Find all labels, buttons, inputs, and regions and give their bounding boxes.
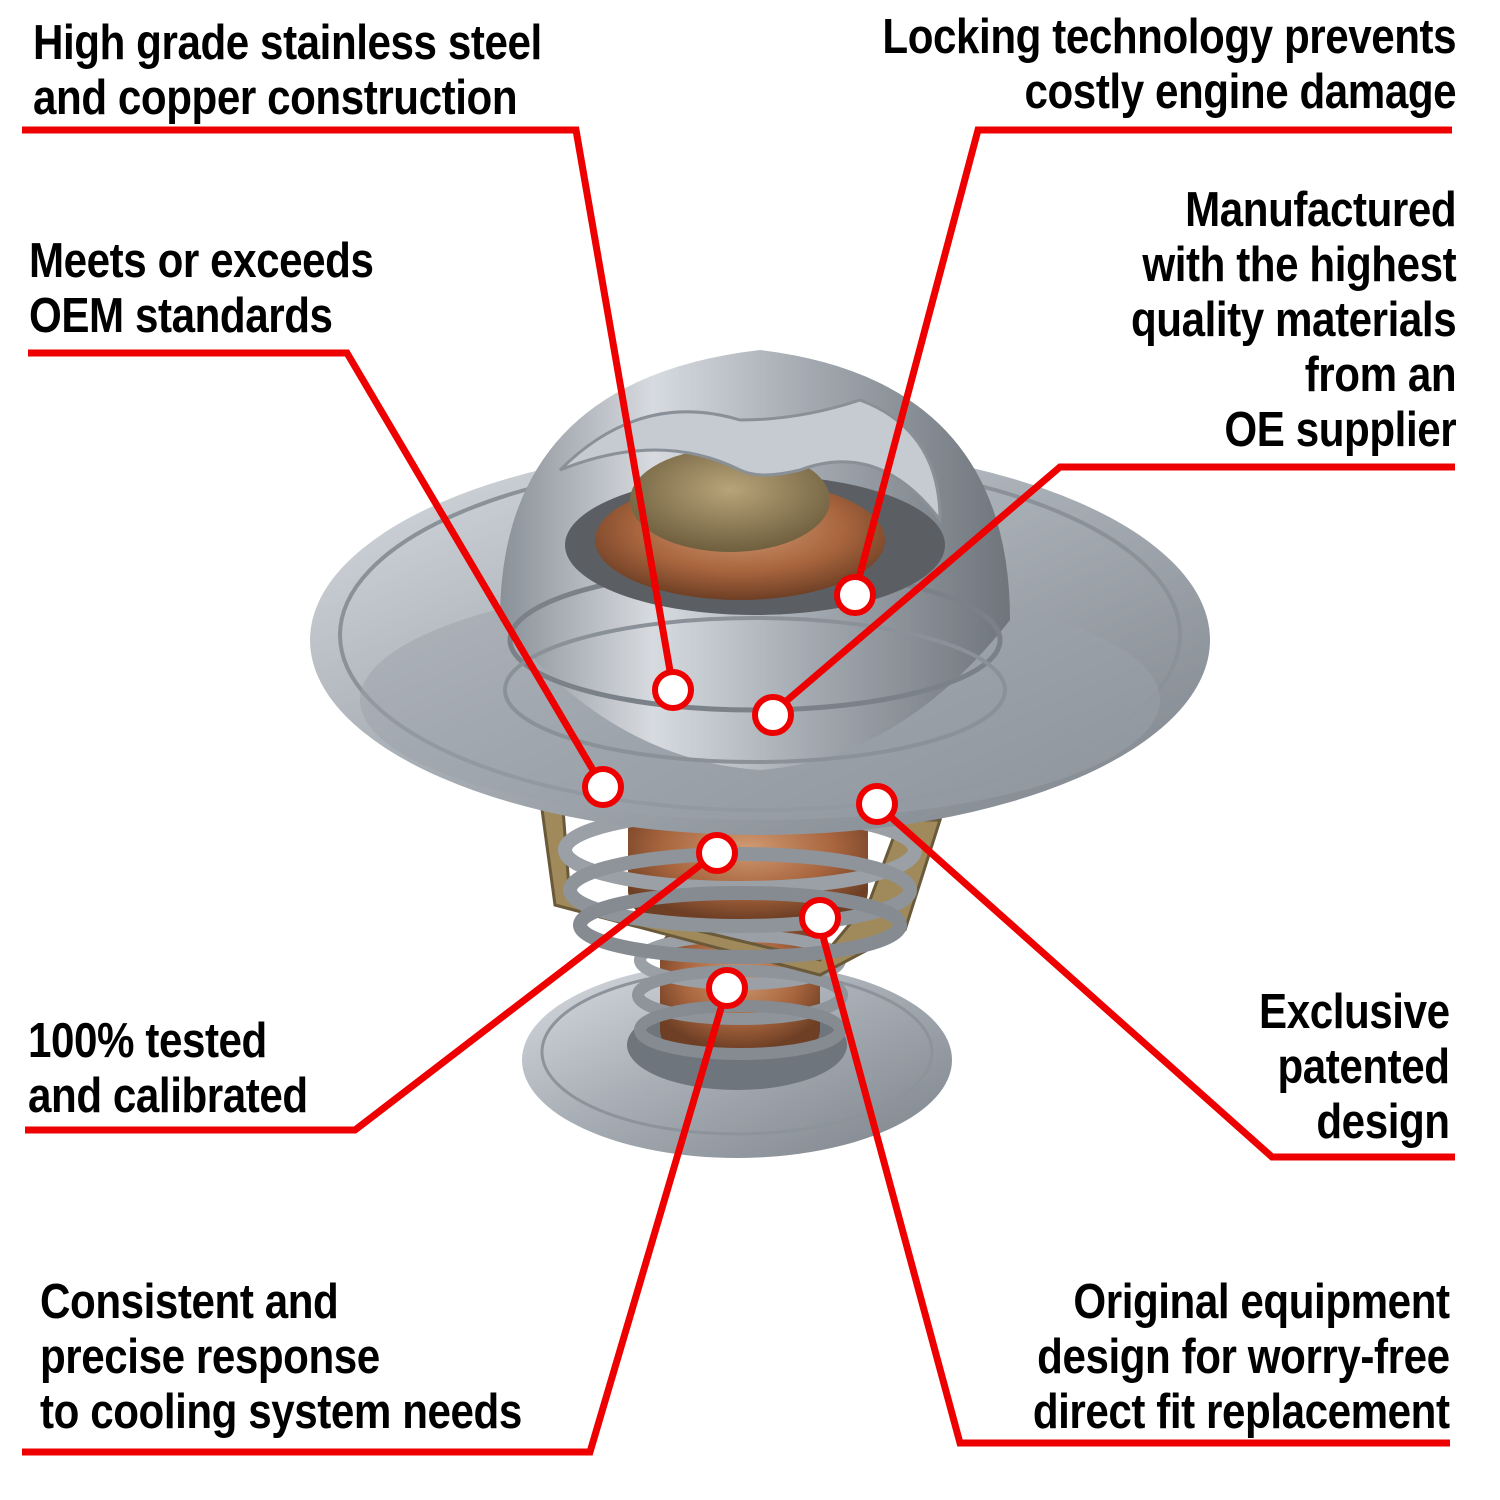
- callout-line: Manufactured: [1184, 183, 1457, 237]
- callout-line: 100% tested: [28, 1014, 267, 1068]
- callout-line: Original equipment: [1073, 1275, 1451, 1329]
- callout-direct-fit: Original equipment design for worry-free…: [1033, 1275, 1450, 1440]
- marker-dot-locking-technology[interactable]: [834, 574, 876, 616]
- valve-dome: [500, 350, 1010, 770]
- marker-dot-oem-standards[interactable]: [582, 766, 624, 808]
- callout-line: with the highest: [1142, 238, 1456, 292]
- leader-line-locking-technology: [851, 126, 1452, 594]
- marker-dot-tested-calibrated[interactable]: [696, 832, 738, 874]
- callout-line: OEM standards: [29, 289, 333, 343]
- leader-line-stainless-copper: [22, 126, 677, 689]
- callout-line: and calibrated: [28, 1069, 308, 1123]
- callout-line: to cooling system needs: [40, 1385, 522, 1439]
- callout-line: Meets or exceeds: [29, 234, 374, 288]
- callout-line: patented: [1277, 1040, 1451, 1094]
- callout-patented-design: Exclusive patented design: [1259, 985, 1450, 1150]
- callout-line: quality materials: [1130, 293, 1457, 347]
- callout-locking-technology: Locking technology prevents costly engin…: [882, 10, 1456, 120]
- callout-line: Locking technology prevents: [882, 10, 1456, 64]
- callout-line: High grade stainless steel: [33, 16, 542, 70]
- callout-line: design for worry-free: [1037, 1330, 1451, 1384]
- callout-line: from an: [1304, 348, 1456, 402]
- leader-line-oe-supplier: [767, 463, 1455, 718]
- callout-line: Exclusive: [1259, 985, 1450, 1039]
- callout-line: Consistent and: [40, 1275, 339, 1329]
- leader-line-patented-design: [872, 800, 1455, 1161]
- marker-dot-patented-design[interactable]: [856, 783, 898, 825]
- callout-line: OE supplier: [1224, 403, 1456, 457]
- callout-line: and copper construction: [33, 71, 518, 125]
- callout-oe-supplier: Manufactured with the highest quality ma…: [1130, 183, 1457, 458]
- marker-dot-precise-response[interactable]: [706, 967, 748, 1009]
- leader-line-precise-response: [22, 987, 731, 1456]
- marker-dot-oe-supplier[interactable]: [752, 694, 794, 736]
- callout-tested-calibrated: 100% tested and calibrated: [28, 1014, 308, 1124]
- marker-dot-stainless-copper[interactable]: [652, 669, 694, 711]
- leader-line-direct-fit: [814, 917, 1450, 1447]
- leader-line-tested-calibrated: [25, 850, 719, 1134]
- leader-line-oem-standards: [28, 349, 607, 789]
- callout-line: direct fit replacement: [1033, 1385, 1450, 1439]
- callout-oem-standards: Meets or exceeds OEM standards: [29, 234, 374, 344]
- marker-dot-direct-fit[interactable]: [799, 897, 841, 939]
- callout-line: costly engine damage: [1024, 65, 1456, 119]
- callout-line: design: [1316, 1095, 1451, 1149]
- callout-precise-response: Consistent and precise response to cooli…: [40, 1275, 522, 1440]
- callout-line: precise response: [40, 1330, 380, 1384]
- callout-stainless-copper: High grade stainless steel and copper co…: [33, 16, 542, 126]
